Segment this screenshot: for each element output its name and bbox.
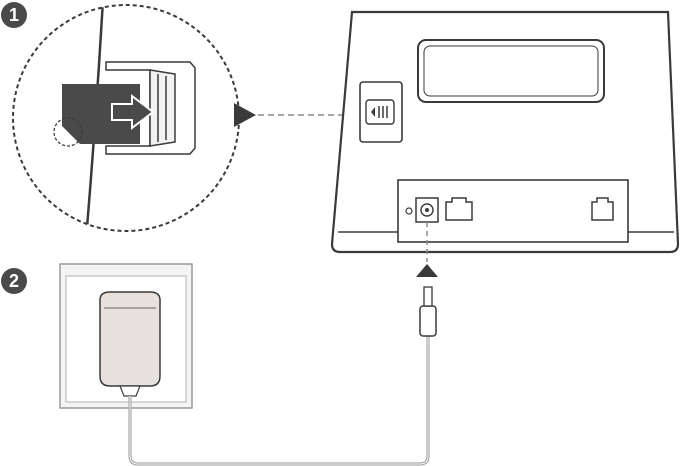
step-1-badge: 1	[1, 2, 27, 28]
step-2-number: 2	[9, 271, 19, 291]
zoom-pointer	[234, 103, 360, 127]
triangle-pointer-icon	[234, 103, 256, 127]
power-adapter	[99, 291, 161, 397]
power-port-icon	[415, 197, 439, 223]
ethernet-port-icon	[445, 197, 473, 221]
phone-port-icon	[591, 197, 614, 221]
step-2-badge: 2	[1, 268, 27, 294]
arrow-right-icon	[111, 93, 155, 131]
sim-slot-tray	[105, 61, 196, 155]
rear-port-panel	[397, 179, 629, 243]
sim-slot-cover-icon	[359, 81, 403, 143]
reset-hole	[405, 207, 413, 215]
router-back-view	[330, 10, 680, 254]
sim-notch-marker	[53, 117, 83, 147]
triangle-up-icon	[416, 264, 438, 277]
router-handle-recess	[417, 39, 605, 103]
dc-plug	[419, 286, 437, 337]
sim-card	[62, 84, 140, 144]
step-1-number: 1	[9, 5, 19, 25]
sim-insertion-detail	[12, 4, 240, 232]
